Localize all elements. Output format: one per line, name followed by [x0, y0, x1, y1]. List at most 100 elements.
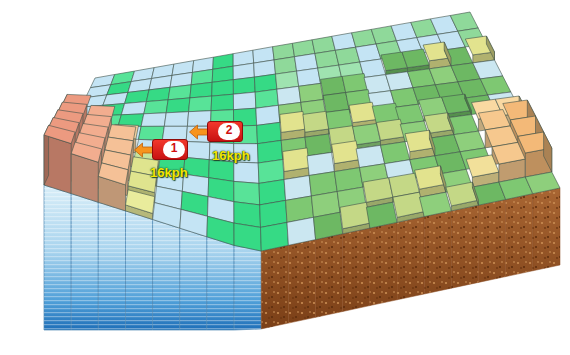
grid-cell — [376, 119, 405, 140]
grid-cell — [323, 93, 349, 113]
grid-cell — [258, 140, 283, 163]
block-side — [465, 94, 472, 114]
water-face — [180, 228, 207, 330]
soil-face — [533, 188, 560, 271]
grid-cell — [297, 68, 321, 86]
water-stripes — [44, 185, 71, 330]
grid-cell — [256, 105, 280, 125]
grid-cell — [363, 178, 393, 203]
soil-speckle — [261, 245, 288, 329]
grid-cell — [180, 209, 208, 236]
soil-face — [261, 245, 288, 329]
grid-cell — [98, 163, 128, 185]
grid-cell — [492, 142, 525, 164]
water-face — [98, 202, 125, 330]
grid-cell — [283, 148, 310, 172]
grid-cell — [164, 112, 188, 127]
soil-face — [370, 222, 397, 305]
grid-cell — [349, 102, 376, 123]
water-face — [207, 237, 234, 330]
grid-cell — [233, 77, 255, 94]
grid-cell — [473, 60, 503, 79]
soil-face — [343, 228, 370, 311]
grid-cell — [393, 192, 424, 217]
speed-label: 16kph — [150, 165, 188, 180]
block-side — [544, 132, 552, 172]
block-side — [440, 166, 446, 192]
grid-cell — [280, 111, 305, 132]
soil-speckle — [451, 205, 478, 288]
grid-cell — [261, 222, 289, 251]
soil-face — [397, 217, 424, 300]
number-disc: 2 — [218, 123, 240, 140]
grid-cell — [314, 212, 343, 239]
grid-cell — [402, 49, 429, 68]
water-face — [71, 194, 98, 330]
soil-speckle — [370, 222, 397, 305]
grid-cell — [233, 92, 256, 110]
grid-cell — [342, 74, 368, 93]
block-side — [444, 42, 451, 66]
water-face — [153, 220, 180, 331]
soil-speckle — [343, 228, 370, 311]
speed-label: 16kph — [212, 148, 250, 163]
grid-cell — [419, 192, 451, 216]
grid-cell — [450, 12, 478, 31]
water-stripes — [153, 220, 180, 331]
grid-cell — [287, 217, 316, 245]
soil-speckle — [479, 200, 506, 283]
grid-cell — [234, 223, 261, 251]
grid-cell — [189, 96, 212, 112]
marker-badge: 2 — [207, 121, 243, 142]
grid-cell — [212, 80, 234, 96]
grid-cell — [466, 155, 499, 177]
grid-cell — [126, 190, 155, 214]
block-side — [472, 182, 478, 205]
grid-cell — [480, 76, 511, 95]
grid-cell — [190, 82, 212, 98]
grid-cell — [160, 141, 186, 158]
soil-speckle — [506, 194, 533, 277]
grid-cell — [71, 142, 101, 162]
grid-cell — [305, 134, 332, 156]
grid-cell — [168, 85, 191, 100]
grid-cell — [442, 94, 472, 114]
water-face — [44, 185, 71, 330]
water-face — [126, 211, 153, 330]
grid-cell — [153, 203, 182, 229]
block-side — [429, 130, 435, 156]
soil-face — [479, 200, 506, 283]
speed-marker: 2 16kph — [189, 121, 252, 165]
grid-cell — [121, 102, 146, 115]
block-side — [486, 36, 494, 60]
soil-speckle — [288, 240, 315, 324]
soil-speckle — [424, 211, 451, 294]
number-disc: 1 — [163, 141, 185, 158]
grid-cell — [166, 98, 190, 113]
soil-speckle — [533, 188, 560, 271]
grid-cell — [446, 182, 479, 206]
soil-face — [451, 205, 478, 288]
water-face — [234, 245, 261, 330]
speed-marker: 1 16kph — [134, 139, 190, 183]
grid-cell — [44, 125, 75, 143]
grid-cell — [257, 122, 282, 143]
callout-number: 1 — [163, 141, 185, 155]
grid-cell — [353, 124, 381, 145]
grid-cell — [234, 162, 259, 183]
soil-face — [506, 194, 533, 277]
water-stripes — [234, 245, 261, 330]
soil-face — [316, 234, 343, 317]
soil-face — [424, 211, 451, 294]
grid-cell — [303, 111, 329, 132]
marker-badge: 1 — [152, 139, 188, 160]
grid-cell — [207, 216, 234, 245]
callout-number: 2 — [218, 123, 240, 137]
water-stripes — [180, 228, 207, 330]
grid-cell — [277, 86, 301, 105]
grid-cell — [144, 100, 168, 114]
grid-cells — [44, 12, 560, 251]
